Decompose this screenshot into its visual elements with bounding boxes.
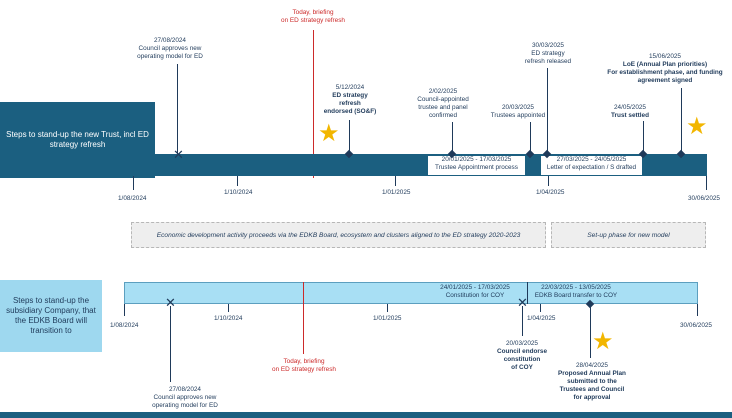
t1-milestone-5-stem: [547, 68, 548, 154]
today-line-track2: [303, 282, 305, 354]
today-line: [313, 30, 315, 178]
t1-date-apr: 1/04/2025: [536, 189, 565, 196]
track2-side-label: Steps to stand-up the subsidiary Company…: [0, 280, 102, 352]
t1-star-icon-right: ★: [686, 113, 708, 140]
t2-tick-oct: [228, 304, 229, 312]
t2-date-start: 1/08/2024: [110, 322, 139, 329]
t1-milestone-3-stem: [452, 122, 453, 154]
t1-milestone-5-label: 30/03/2025 ED strategy refresh released: [524, 42, 572, 65]
phase-main-box: Economic development activity proceeds v…: [131, 222, 546, 248]
t2-milestone-1-label: 27/08/2024 Council approves new operatin…: [152, 386, 218, 409]
t2-segment-constitution: 24/01/2025 - 17/03/2025 Constitution for…: [440, 284, 510, 299]
t1-tick-start: [133, 176, 134, 190]
t2-segment-divider: [527, 282, 528, 304]
t2-tick-jan: [387, 304, 388, 312]
t2-date-apr: 1/04/2025: [527, 315, 556, 322]
t2-milestone-1-cross-icon: ✕: [165, 295, 176, 310]
t2-milestone-1-stem: [170, 306, 171, 382]
t1-milestone-2-label: 5/12/2024 ED strategy refresh endorsed (…: [323, 84, 377, 115]
track2-timeline-bar: [124, 282, 698, 304]
t1-milestone-3-label: 2/02/2025 Council-appointed trustee and …: [417, 88, 469, 119]
t2-milestone-3-stem: [590, 306, 591, 358]
t2-milestone-2-cross-icon: ✕: [517, 295, 528, 310]
t1-milestone-6-label: 24/05/2025 Trust settled: [611, 104, 649, 119]
t2-tick-start: [124, 304, 125, 316]
t1-tick-oct: [237, 176, 238, 186]
t2-star-icon: ★: [592, 328, 614, 355]
t2-date-jan: 1/01/2025: [373, 315, 402, 322]
t1-milestone-7-label: 15/06/2025 LoE (Annual Plan priorities) …: [607, 53, 723, 84]
t1-tick-end: [706, 176, 707, 190]
t1-date-oct: 1/10/2024: [224, 189, 253, 196]
footer-bar: [0, 412, 732, 418]
t2-milestone-2-label: 20/03/2025 Council endorse constitution …: [496, 340, 548, 371]
t2-segment-edkb-transfer: 22/03/2025 - 13/05/2025 EDKB Board trans…: [534, 284, 618, 299]
t1-date-start: 1/08/2024: [118, 195, 147, 202]
t2-tick-end: [697, 304, 698, 316]
t2-tick-apr: [540, 304, 541, 312]
track1-side-label: Steps to stand-up the new Trust, incl ED…: [0, 102, 155, 178]
t1-date-jan: 1/01/2025: [382, 189, 411, 196]
t1-date-end: 30/06/2025: [688, 195, 720, 202]
t1-tick-jan: [395, 176, 396, 186]
t1-milestone-6-stem: [643, 121, 644, 154]
t2-milestone-2-stem: [522, 306, 523, 336]
t1-segment-letter-of-expectation: 27/03/2025 - 24/05/2025 Letter of expect…: [541, 156, 642, 175]
t1-star-icon-left: ★: [318, 120, 340, 147]
t2-date-end: 30/06/2025: [680, 322, 712, 329]
t1-milestone-4-label: 20/03/2025 Trustees appointed: [490, 104, 546, 119]
t1-segment-trustee-appointment: 20/01/2025 - 17/03/2025 Trustee Appointm…: [428, 156, 525, 175]
t2-milestone-3-label: 28/04/2025 Proposed Annual Plan submitte…: [558, 362, 626, 401]
t1-milestone-1-cross-icon: ✕: [173, 147, 184, 162]
t1-milestone-1-label: 27/08/2024 Council approves new operatin…: [137, 37, 203, 60]
t1-milestone-2-stem: [349, 120, 350, 154]
t1-milestone-4-stem: [530, 122, 531, 154]
t2-date-oct: 1/10/2024: [214, 315, 243, 322]
t1-tick-apr: [548, 176, 549, 186]
phase-setup-box: Set-up phase for new model: [551, 222, 706, 248]
t1-milestone-1-stem: [177, 64, 178, 158]
t1-milestone-7-stem: [681, 88, 682, 154]
